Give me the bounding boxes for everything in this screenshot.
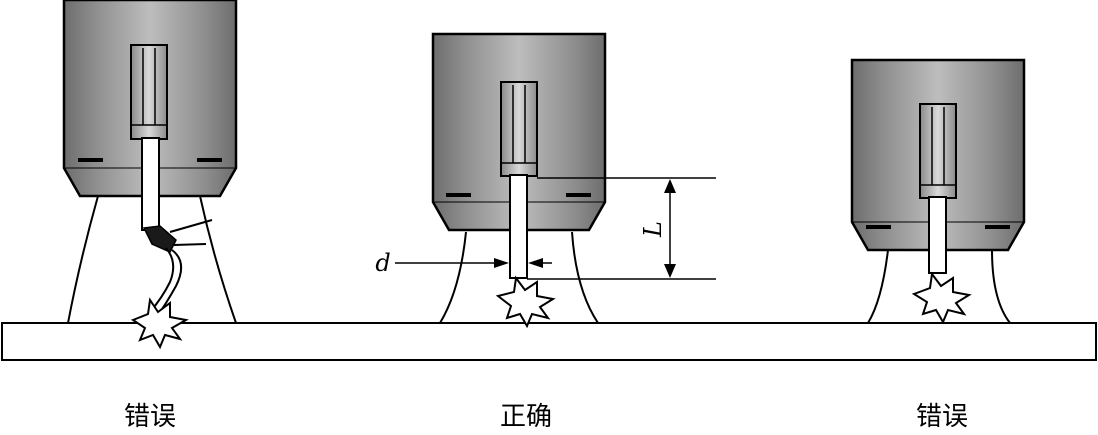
caption-left: 错误 bbox=[123, 402, 176, 432]
gas-shield-left bbox=[67, 195, 99, 324]
label-d: d bbox=[375, 249, 390, 277]
wire-left bbox=[141, 137, 160, 231]
wire-middle bbox=[509, 174, 528, 279]
contact-tip-right bbox=[919, 103, 957, 199]
arc-spark-left bbox=[130, 297, 189, 350]
torch-middle: L d bbox=[375, 32, 716, 329]
wire-right bbox=[928, 196, 947, 274]
torch-right bbox=[850, 58, 1026, 325]
arc-spark-right bbox=[911, 271, 972, 325]
molten-ball-left bbox=[142, 225, 177, 253]
label-L: L bbox=[639, 221, 667, 238]
gas-shield-right bbox=[867, 249, 889, 324]
arc-spark-middle bbox=[495, 275, 556, 329]
workpiece-plate bbox=[1, 322, 1097, 361]
caption-right: 错误 bbox=[915, 402, 968, 432]
caption-middle: 正确 bbox=[499, 402, 552, 432]
torch-left bbox=[62, 0, 238, 350]
contact-tip-middle bbox=[500, 81, 538, 177]
gas-shield-middle bbox=[439, 231, 467, 324]
